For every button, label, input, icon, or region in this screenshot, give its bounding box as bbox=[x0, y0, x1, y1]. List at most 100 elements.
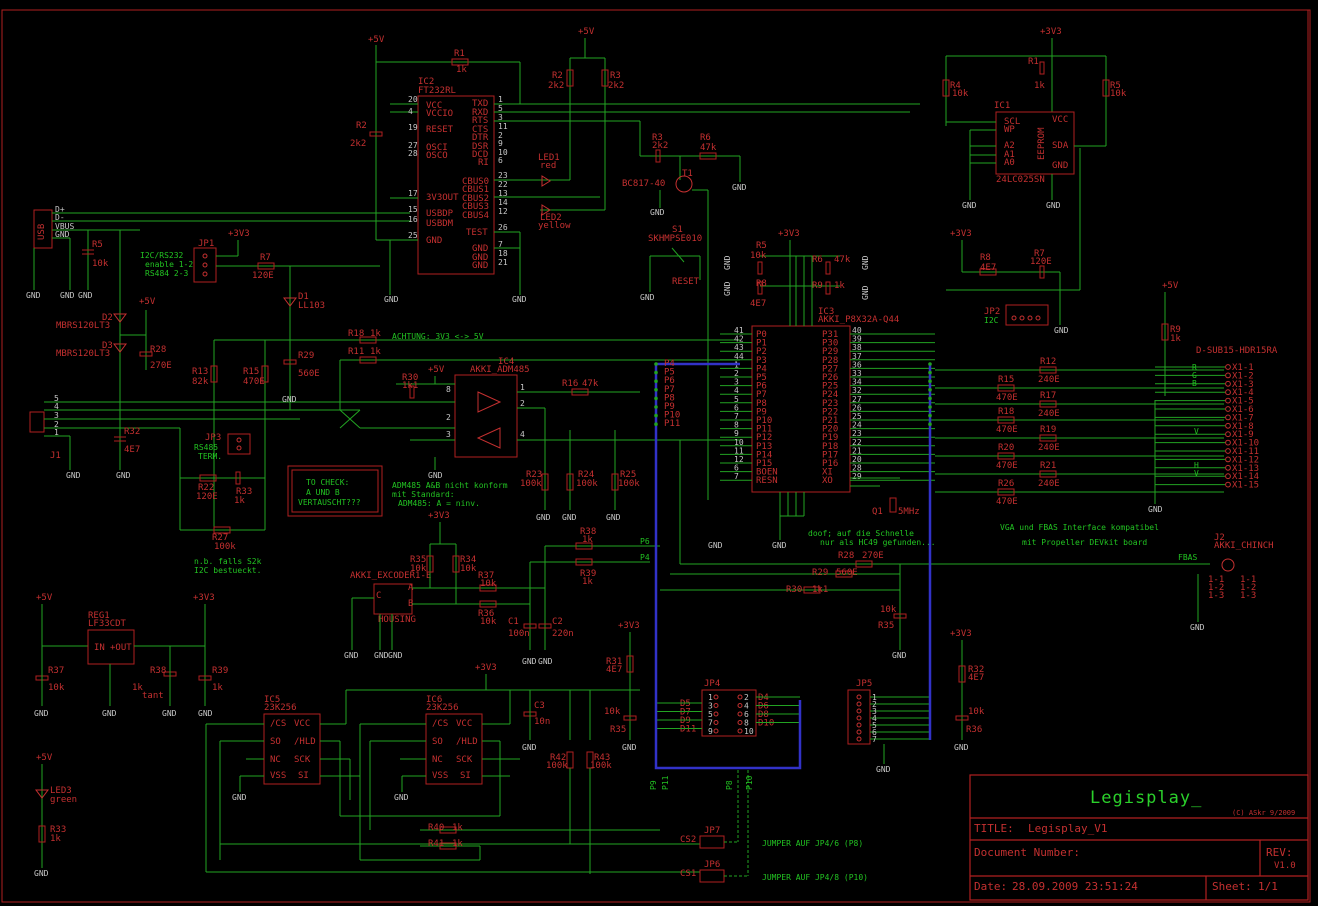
bus-label: P10 bbox=[664, 411, 680, 421]
svg-text:+3V3: +3V3 bbox=[950, 229, 972, 239]
ic3-pin-number: 29 bbox=[852, 472, 862, 481]
ic3-pin-number: 7 bbox=[734, 472, 739, 481]
jp5-pin-number: 2 bbox=[872, 700, 877, 709]
svg-text:LED2: LED2 bbox=[540, 213, 562, 223]
ic3-pin-number: 37 bbox=[852, 352, 862, 361]
svg-text:R7: R7 bbox=[260, 253, 271, 263]
svg-text:10k: 10k bbox=[750, 251, 767, 261]
svg-text:3: 3 bbox=[446, 430, 451, 439]
ic3-pin-label: P18 bbox=[822, 442, 838, 452]
svg-text:C: C bbox=[376, 591, 381, 601]
ic2-ft232rl: IC2 FT232RL VCC VCCIO RESET OSCI OSCO 3V… bbox=[376, 77, 920, 304]
dsub-pin bbox=[1225, 380, 1231, 387]
svg-text:R5: R5 bbox=[92, 240, 103, 250]
svg-text:JP1: JP1 bbox=[198, 239, 214, 249]
svg-text:TERM.: TERM. bbox=[198, 452, 222, 461]
svg-text:GND: GND bbox=[26, 291, 41, 300]
svg-text:Legisplay_V1: Legisplay_V1 bbox=[1028, 822, 1107, 835]
svg-text:R42: R42 bbox=[550, 753, 566, 763]
svg-text:GND: GND bbox=[1054, 326, 1069, 335]
svg-text:R11: R11 bbox=[348, 347, 364, 357]
svg-text:R5: R5 bbox=[756, 241, 767, 251]
svg-text:1-2: 1-2 bbox=[1208, 583, 1224, 593]
svg-text:5: 5 bbox=[54, 394, 59, 403]
svg-text:GND: GND bbox=[708, 541, 723, 550]
svg-text:CBUS0: CBUS0 bbox=[462, 177, 489, 187]
svg-text:DCD: DCD bbox=[472, 150, 488, 160]
jp5-pin bbox=[856, 722, 862, 728]
svg-text:R27: R27 bbox=[212, 533, 228, 543]
svg-text:270E: 270E bbox=[862, 551, 884, 561]
svg-text:R3: R3 bbox=[610, 71, 621, 81]
svg-text:1k: 1k bbox=[1170, 334, 1181, 344]
svg-text:5MHz: 5MHz bbox=[898, 507, 920, 517]
svg-text:+3V3: +3V3 bbox=[475, 663, 497, 673]
bus-label: P6 bbox=[664, 376, 675, 386]
svg-text:+5V: +5V bbox=[36, 753, 53, 763]
svg-text:R29: R29 bbox=[298, 351, 314, 361]
ic3-pin-label: P15 bbox=[756, 459, 772, 469]
vga-resistor-ref: R17 bbox=[1040, 391, 1056, 401]
dsub-pin-label: X1-3 bbox=[1232, 380, 1254, 390]
svg-text:6: 6 bbox=[498, 156, 503, 165]
junction-dot bbox=[928, 422, 932, 427]
jp4-pin-number: 8 bbox=[744, 719, 749, 728]
dsub-pin-label: X1-14 bbox=[1232, 472, 1259, 482]
svg-text:11: 11 bbox=[498, 122, 508, 131]
svg-text:GND: GND bbox=[536, 513, 551, 522]
svg-text:220n: 220n bbox=[552, 629, 574, 639]
svg-text:R8: R8 bbox=[980, 253, 991, 263]
svg-text:1: 1 bbox=[520, 383, 525, 392]
svg-text:+3V3: +3V3 bbox=[1040, 27, 1062, 37]
svg-text:R33: R33 bbox=[50, 825, 66, 835]
svg-text:GND: GND bbox=[512, 295, 527, 304]
vga-resistor-body bbox=[1039, 434, 1057, 442]
svg-text:yellow: yellow bbox=[538, 221, 571, 231]
svg-text:JP5: JP5 bbox=[856, 679, 872, 689]
ic3-pin-number: 43 bbox=[734, 343, 744, 352]
svg-text:100k: 100k bbox=[546, 761, 568, 771]
svg-text:4E7: 4E7 bbox=[968, 673, 984, 683]
svg-text:GND: GND bbox=[723, 281, 732, 296]
svg-text:SCK: SCK bbox=[456, 755, 473, 765]
svg-text:4: 4 bbox=[520, 430, 525, 439]
vga-resistor-value: 470E bbox=[996, 425, 1018, 435]
junction-dot bbox=[928, 370, 932, 375]
ic3-pin-number: 41 bbox=[734, 326, 744, 335]
svg-text:D3: D3 bbox=[102, 341, 113, 351]
svg-text:WP: WP bbox=[1004, 125, 1015, 135]
jp4-pin-number: 6 bbox=[744, 710, 749, 719]
svg-text:1k: 1k bbox=[456, 65, 467, 75]
svg-text:JP2: JP2 bbox=[984, 307, 1000, 317]
junction-dot bbox=[654, 396, 658, 401]
svg-text:nur als HC49 gefunden...: nur als HC49 gefunden... bbox=[820, 538, 936, 547]
svg-text:28: 28 bbox=[408, 149, 418, 158]
svg-text:GND: GND bbox=[198, 709, 213, 718]
jp4-net-label: D4 bbox=[758, 693, 769, 703]
ic3-pin-number: 42 bbox=[734, 335, 744, 344]
r18-r11-resistors: R18 1k R11 1k ACHTUNG: 3V3 <-> 5V bbox=[330, 329, 740, 410]
svg-text:R32: R32 bbox=[968, 665, 984, 675]
jp4-net-label: D8 bbox=[758, 710, 769, 720]
svg-text:+3V3: +3V3 bbox=[778, 229, 800, 239]
svg-text:SI: SI bbox=[298, 771, 309, 781]
svg-text:GND: GND bbox=[1046, 201, 1061, 210]
ic3-pin-number: 6 bbox=[734, 403, 739, 412]
svg-text:R9: R9 bbox=[1170, 325, 1181, 335]
vga-resistor-value: 240E bbox=[1038, 409, 1060, 419]
jp4-pin bbox=[713, 694, 719, 700]
dsub-pin-label: X1-9 bbox=[1232, 430, 1254, 440]
svg-text:+OUT: +OUT bbox=[110, 643, 132, 653]
ic3-pin-number: 3 bbox=[734, 378, 739, 387]
svg-text:VCC: VCC bbox=[1052, 115, 1068, 125]
svg-text:R31: R31 bbox=[606, 657, 622, 667]
ic3-pin-label: P17 bbox=[822, 450, 838, 460]
j1-connector: 54 321 J1 GND bbox=[29, 394, 360, 480]
svg-text:10k: 10k bbox=[880, 605, 897, 615]
junction-dot bbox=[654, 370, 658, 375]
svg-text:1k: 1k bbox=[234, 496, 245, 506]
ic3-pin-label: P24 bbox=[822, 390, 838, 400]
svg-text:D1: D1 bbox=[298, 292, 309, 302]
svg-text:1-1: 1-1 bbox=[1208, 575, 1224, 585]
